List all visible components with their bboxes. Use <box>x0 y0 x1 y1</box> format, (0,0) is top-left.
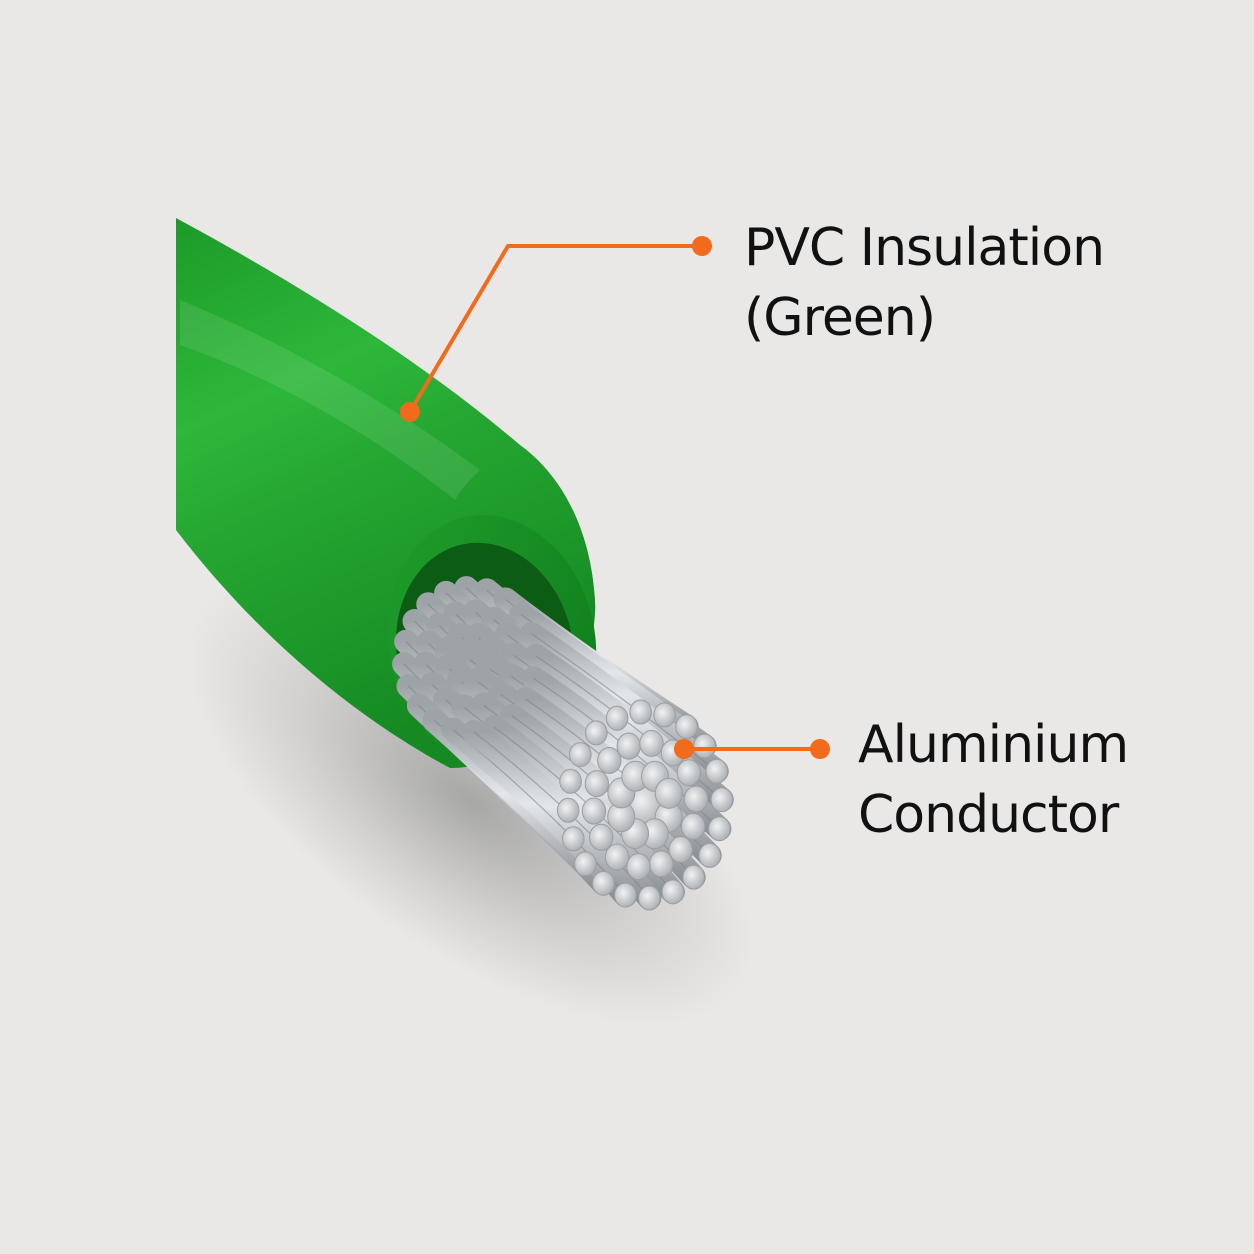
insulation-label-line1: PVC Insulation <box>744 218 1105 278</box>
conductor-strand-end <box>708 816 731 842</box>
cable-shadow <box>186 574 754 1026</box>
conductor-label-line2: Conductor <box>858 785 1119 845</box>
conductor-strand-end <box>698 842 722 868</box>
conductor-leader-dot-start <box>674 739 694 759</box>
conductor-strand-end <box>584 770 610 798</box>
conductor-end-face <box>556 699 734 911</box>
conductor-strand-end <box>605 705 629 731</box>
conductor-strand-end <box>705 758 729 784</box>
conductor-strand-end <box>581 797 607 825</box>
conductor-strand-end <box>668 836 693 864</box>
conductor-strand-end <box>676 759 702 787</box>
conductor-strand-end <box>639 729 664 757</box>
conductor-strand-end <box>682 864 705 890</box>
conductor-strand-end <box>675 714 698 740</box>
insulation-label: PVC Insulation (Green) <box>744 213 1105 353</box>
conductor-strand-end <box>710 787 734 813</box>
conductor-strand-end <box>638 885 661 911</box>
conductor-strand-end <box>614 882 637 908</box>
conductor-strand-end <box>653 702 676 728</box>
conductor-strand-end <box>626 853 651 881</box>
conductor-strand-end <box>592 870 615 896</box>
conductor-strand-end <box>597 746 622 774</box>
conductor-strand-end <box>654 777 683 809</box>
conductor-strand-end <box>568 742 592 768</box>
conductor-strand-end <box>683 785 709 813</box>
conductor-strand-end <box>680 812 706 840</box>
conductor-strand-end <box>556 797 580 823</box>
conductor-strand-end <box>588 823 614 851</box>
conductor-strand-end <box>629 699 652 725</box>
conductor-strand-end <box>693 733 716 759</box>
insulation-highlight <box>180 300 480 500</box>
conductor-leader-dot-end <box>810 739 830 759</box>
conductor-label-line1: Aluminium <box>858 715 1129 775</box>
conductor-strand-end <box>574 851 597 877</box>
insulation-leader-line <box>408 244 702 414</box>
insulation-leader-dot-start <box>400 402 420 422</box>
conductor-strand-end <box>649 850 674 878</box>
conductor-strand-end <box>585 720 608 746</box>
conductor-strand-end <box>604 843 630 871</box>
conductor-strand-end <box>661 879 685 905</box>
conductor-strand-end <box>559 768 582 794</box>
conductor-strand-end <box>561 826 585 852</box>
insulation-label-line2: (Green) <box>744 288 936 348</box>
conductor-label: Aluminium Conductor <box>858 710 1129 850</box>
insulation-leader-dot-end <box>692 236 712 256</box>
conductor-strand-end <box>616 732 641 760</box>
